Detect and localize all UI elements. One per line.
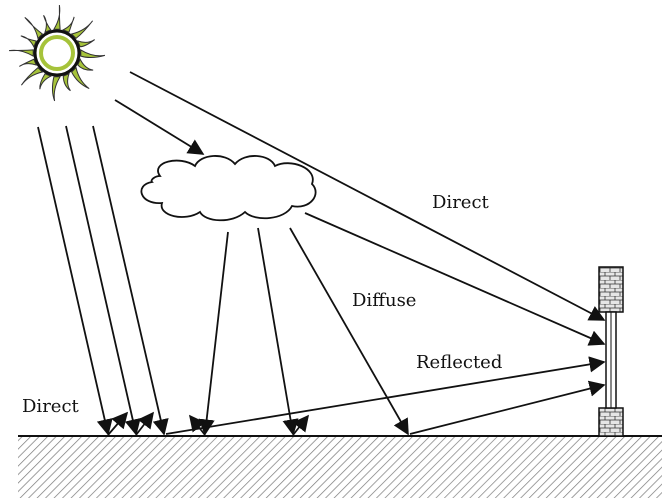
sun-ray	[63, 17, 74, 32]
sun-ray	[25, 17, 43, 38]
cloud-icon	[141, 156, 315, 220]
label-direct-top: Direct	[432, 192, 490, 213]
sun-ray	[78, 59, 93, 70]
sun-ray	[78, 40, 95, 47]
sun-ray	[52, 77, 60, 101]
sun-ray	[72, 21, 93, 39]
sun-ray	[21, 36, 36, 47]
sun-ray	[63, 74, 70, 91]
sun-ray	[54, 5, 60, 29]
sun-ray	[9, 50, 33, 56]
ground-icon	[18, 436, 662, 498]
radiation-rays	[38, 72, 604, 435]
sun-icon	[9, 5, 105, 101]
sun-ray	[40, 74, 51, 89]
sun-ray	[72, 68, 90, 89]
sun-ray	[44, 15, 51, 32]
label-diffuse: Diffuse	[352, 290, 416, 311]
sun-ray	[81, 50, 105, 58]
label-direct-left: Direct	[22, 396, 80, 417]
label-reflected: Reflected	[416, 352, 502, 373]
sun-ray	[19, 59, 36, 66]
wall-icon	[599, 267, 623, 436]
sun-ray	[21, 68, 42, 86]
